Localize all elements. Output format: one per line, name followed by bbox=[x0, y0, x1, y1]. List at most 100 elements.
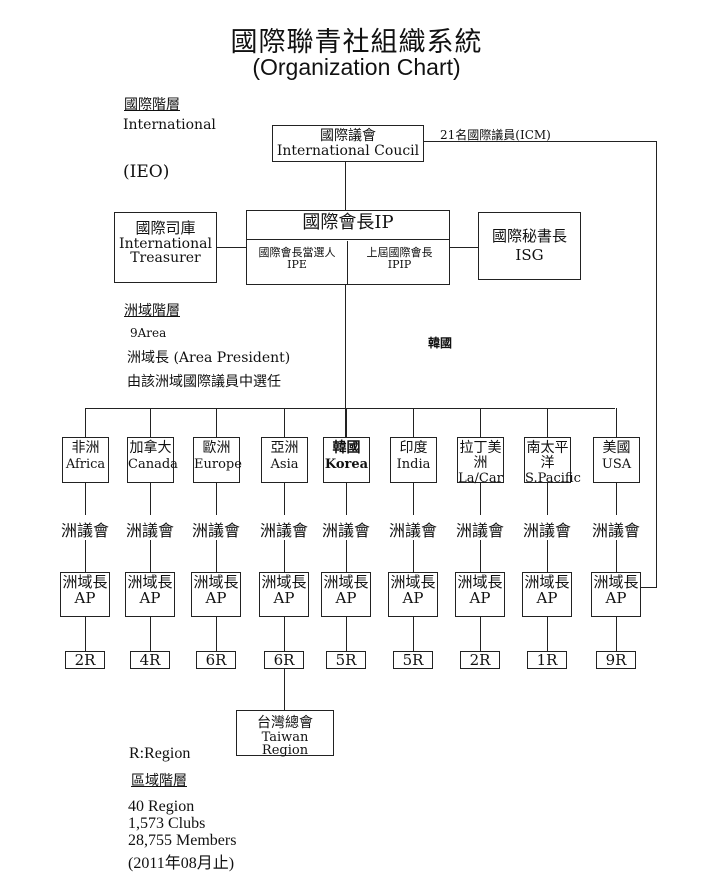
member-count: 28,755 Members bbox=[128, 832, 237, 849]
ap-label-zh: 洲域長 bbox=[390, 573, 436, 591]
ap-label-en: AP bbox=[536, 588, 558, 607]
ap-label-zh: 洲域長 bbox=[457, 573, 503, 591]
ipe-zh: 國際會長當選人 bbox=[258, 246, 336, 259]
region-count-box: 2R bbox=[460, 651, 500, 669]
connector-bar-area bbox=[284, 408, 286, 437]
area-name-en: Europe bbox=[194, 456, 242, 472]
treasurer-box: 國際司庫 International Treasurer bbox=[114, 212, 217, 283]
region-count-box: 6R bbox=[264, 651, 304, 669]
area-council-label: 洲議會 bbox=[60, 521, 109, 540]
ap-label-zh: 洲域長 bbox=[127, 573, 173, 591]
ipip-zh: 上屆國際會長 bbox=[366, 246, 433, 259]
connector-ap-regions bbox=[547, 617, 549, 651]
area-name-zh: 加拿大 bbox=[129, 440, 172, 456]
treasurer-en2: Treasurer bbox=[130, 250, 201, 267]
international-council-box: 國際議會 International Coucil bbox=[272, 125, 424, 162]
region-count-box: 6R bbox=[196, 651, 236, 669]
ap-label-en: AP bbox=[139, 588, 161, 607]
area-council-label: 洲議會 bbox=[125, 521, 174, 540]
treasurer-zh: 國際司庫 bbox=[135, 219, 196, 237]
connector-bar-area bbox=[150, 408, 152, 437]
area-name-zh: 非洲 bbox=[71, 440, 100, 456]
ipip-en: IPIP bbox=[387, 257, 412, 271]
connector-ap-regions bbox=[413, 617, 415, 651]
international-council-en: International Coucil bbox=[276, 142, 420, 159]
area-name-zh: 歐洲 bbox=[202, 440, 231, 456]
ipe-en: IPE bbox=[287, 257, 307, 271]
area-name-en: Canada bbox=[128, 456, 178, 472]
area-council-label: 洲議會 bbox=[259, 521, 308, 540]
ip-label: 國際會長IP bbox=[247, 211, 449, 240]
connector-council-ap bbox=[216, 540, 218, 572]
area-name-zh: 拉丁美洲 bbox=[459, 440, 502, 471]
region-legend: R:Region bbox=[129, 745, 191, 762]
taiwan-zh: 台灣總會 bbox=[257, 715, 313, 731]
connector-ap-regions bbox=[616, 617, 618, 651]
connector-council-ap bbox=[413, 540, 415, 572]
connector-area-council bbox=[85, 483, 87, 515]
region-count-box: 9R bbox=[596, 651, 636, 669]
connector-treasurer-ip bbox=[217, 247, 246, 249]
connector-ap-regions bbox=[85, 617, 87, 651]
connector-area-council bbox=[150, 483, 152, 515]
connector-asia-taiwan bbox=[284, 669, 286, 711]
ipe-cell: 國際會長當選人 IPE bbox=[247, 241, 348, 285]
ap-label-zh: 洲域長 bbox=[193, 573, 239, 591]
ap-label-en: AP bbox=[74, 588, 96, 607]
connector-area-council bbox=[616, 483, 618, 515]
connector-bar-area bbox=[85, 408, 87, 437]
area-council-label: 洲議會 bbox=[522, 521, 571, 540]
korea-note: 韓國 bbox=[428, 336, 453, 350]
region-count-box: 5R bbox=[326, 651, 366, 669]
taiwan-en: Taiwan Region bbox=[261, 729, 309, 759]
area-count: 9Area bbox=[130, 326, 167, 340]
isg-box: 國際秘書長 ISG bbox=[478, 212, 581, 280]
connector-council-ap bbox=[85, 540, 87, 572]
connector-icm-usa-ap bbox=[638, 587, 657, 589]
region-count-box: 2R bbox=[65, 651, 105, 669]
connector-council-ap bbox=[480, 540, 482, 572]
data-date: (2011年08月止) bbox=[128, 855, 235, 872]
area-name-en: La/Car bbox=[458, 471, 503, 487]
international-council-zh: 國際議會 bbox=[320, 128, 376, 144]
ap-label-zh: 洲域長 bbox=[524, 573, 570, 591]
connector-ap-regions bbox=[346, 617, 348, 651]
connector-area-council bbox=[284, 483, 286, 515]
connector-area-council bbox=[413, 483, 415, 515]
areas-bar bbox=[85, 408, 615, 410]
region-level-heading: 區域階層 bbox=[131, 773, 187, 789]
area-name-zh: 南太平洋 bbox=[526, 440, 569, 471]
region-count: 40 Region bbox=[128, 798, 195, 815]
ap-label-en: AP bbox=[469, 588, 491, 607]
area-name-en: Korea bbox=[324, 456, 369, 472]
connector-ip-areas bbox=[345, 285, 347, 437]
ap-label-en: AP bbox=[205, 588, 227, 607]
area-name-zh: 美國 bbox=[602, 440, 631, 456]
connector-bar-area bbox=[480, 408, 482, 437]
area-name-zh: 亞洲 bbox=[270, 440, 299, 456]
connector-area-council bbox=[346, 483, 348, 515]
ap-label-zh: 洲域長 bbox=[261, 573, 307, 591]
connector-ap-regions bbox=[150, 617, 152, 651]
isg-en: ISG bbox=[515, 245, 544, 264]
icm-note: 21名國際議員(ICM) bbox=[440, 128, 551, 142]
taiwan-region-box: 台灣總會 Taiwan Region bbox=[236, 710, 334, 759]
connector-council-ap bbox=[150, 540, 152, 572]
ap-label-zh: 洲域長 bbox=[593, 573, 639, 591]
connector-area-council bbox=[216, 483, 218, 515]
connector-bar-area bbox=[413, 408, 415, 437]
area-name-en: S.Pacific bbox=[525, 471, 581, 487]
